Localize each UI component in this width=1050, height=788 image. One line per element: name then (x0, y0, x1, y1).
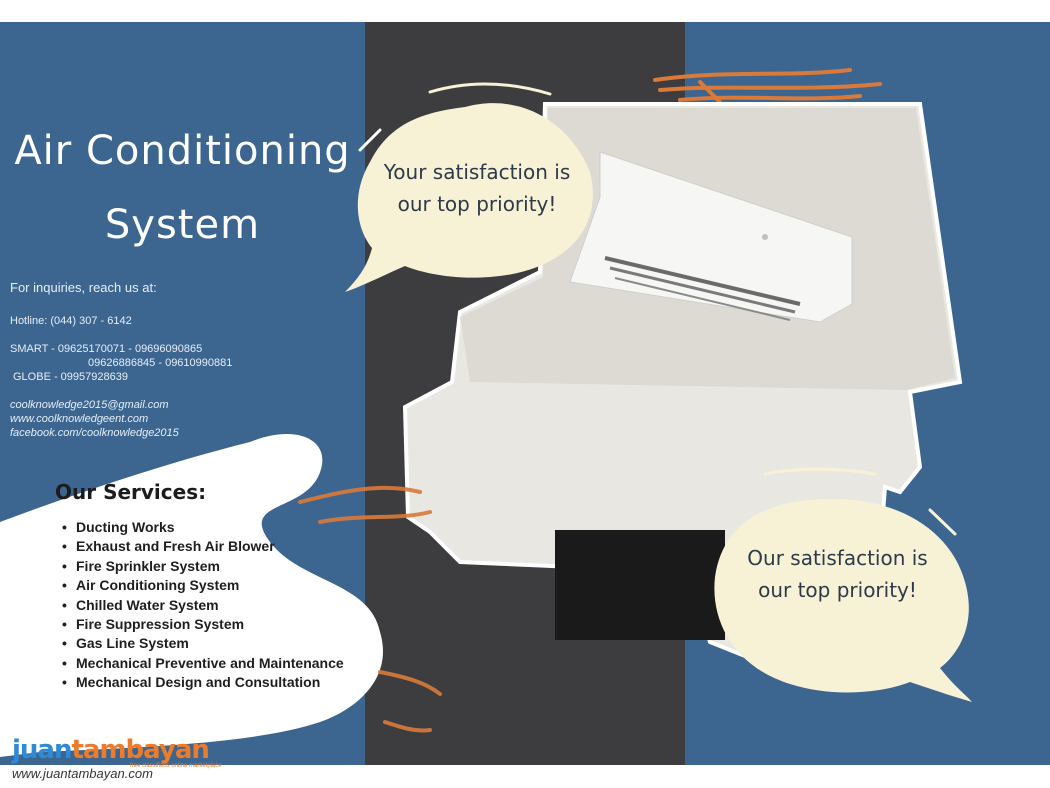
logo-part-1: juan (12, 735, 72, 765)
service-item: • Fire Sprinkler System (62, 557, 344, 576)
poster: Air Conditioning System Your satisfactio… (0, 22, 1050, 765)
bubble-bottom-line-2: our top priority! (758, 578, 917, 602)
bubble-top-text: Your satisfaction is our top priority! (372, 156, 582, 220)
service-bullet: • (62, 674, 67, 691)
service-item-label: Mechanical Preventive and Maintenance (76, 654, 344, 671)
logo-part-2: tambayan (71, 735, 209, 765)
services-list: • Ducting Works • Exhaust and Fresh Air Blo… (62, 518, 344, 693)
contact-facebook: facebook.com/coolknowledge2015 (10, 427, 179, 439)
service-item-label: Fire Sprinkler System (76, 557, 220, 574)
service-item-label: Mechanical Design and Consultation (76, 674, 321, 691)
service-item: • Gas Line System (62, 634, 344, 653)
bubble-bottom-text: Our satisfaction is our top priority! (730, 542, 945, 606)
contact-website: www.coolknowledgeent.com (10, 413, 149, 425)
contact-smart-2: 09626886845 - 09610990881 (88, 357, 233, 369)
service-bullet: • (62, 635, 67, 652)
bubble-top-line-1: Your satisfaction is (383, 160, 571, 184)
page-title: Air Conditioning System (10, 114, 355, 262)
service-item-label: Ducting Works (76, 519, 175, 535)
speech-bubble-bottom (714, 467, 972, 702)
service-item-label: Fire Suppression System (76, 616, 245, 633)
service-bullet: • (62, 596, 67, 613)
contact-hotline: Hotline: (044) 307 - 6142 (10, 315, 132, 327)
service-item-label: Gas Line System (76, 635, 189, 652)
bubble-bottom-line-1: Our satisfaction is (747, 546, 928, 570)
services-title: Our Services: (55, 480, 207, 504)
service-item-label: Air Conditioning System (76, 577, 240, 594)
title-line-2: System (104, 202, 261, 248)
service-item: • Chilled Water System (62, 596, 344, 615)
service-item-label: Chilled Water System (76, 596, 219, 613)
service-item-label: Exhaust and Fresh Air Blower (76, 538, 275, 555)
contact-globe: GLOBE - 09957928639 (13, 371, 128, 383)
watermark-url: www.juantambayan.com (12, 766, 153, 781)
logo-tagline: free classifieds online marketplace (130, 763, 222, 769)
service-bullet: • (62, 577, 67, 594)
service-item: • Mechanical Preventive and Maintenance (62, 654, 344, 673)
brush-stroke-top (653, 68, 882, 104)
services-backdrop (0, 434, 383, 757)
poster-graphics (0, 68, 972, 757)
service-item: • Air Conditioning System (62, 576, 344, 595)
contact-lead: For inquiries, reach us at: (10, 280, 157, 295)
service-item: • Fire Suppression System (62, 615, 344, 634)
service-bullet: • (62, 616, 67, 633)
speech-bubble-top (345, 82, 593, 292)
contact-email: coolknowledge2015@gmail.com (10, 399, 169, 411)
service-item: • Ducting Works (62, 518, 344, 537)
contact-smart-1: SMART - 09625170071 - 09696090865 (10, 343, 203, 355)
bubble-top-line-2: our top priority! (397, 192, 557, 216)
service-item: • Mechanical Design and Consultation (62, 673, 344, 692)
service-bullet: • (62, 654, 67, 671)
title-line-1: Air Conditioning (14, 128, 351, 174)
service-bullet: • (62, 538, 67, 555)
service-bullet: • (62, 519, 67, 535)
brush-stroke-middle (298, 485, 442, 733)
juantambayan-logo: juantambayan free classifieds online mar… (12, 735, 222, 769)
service-item: • Exhaust and Fresh Air Blower (62, 537, 344, 556)
service-bullet: • (62, 557, 67, 574)
